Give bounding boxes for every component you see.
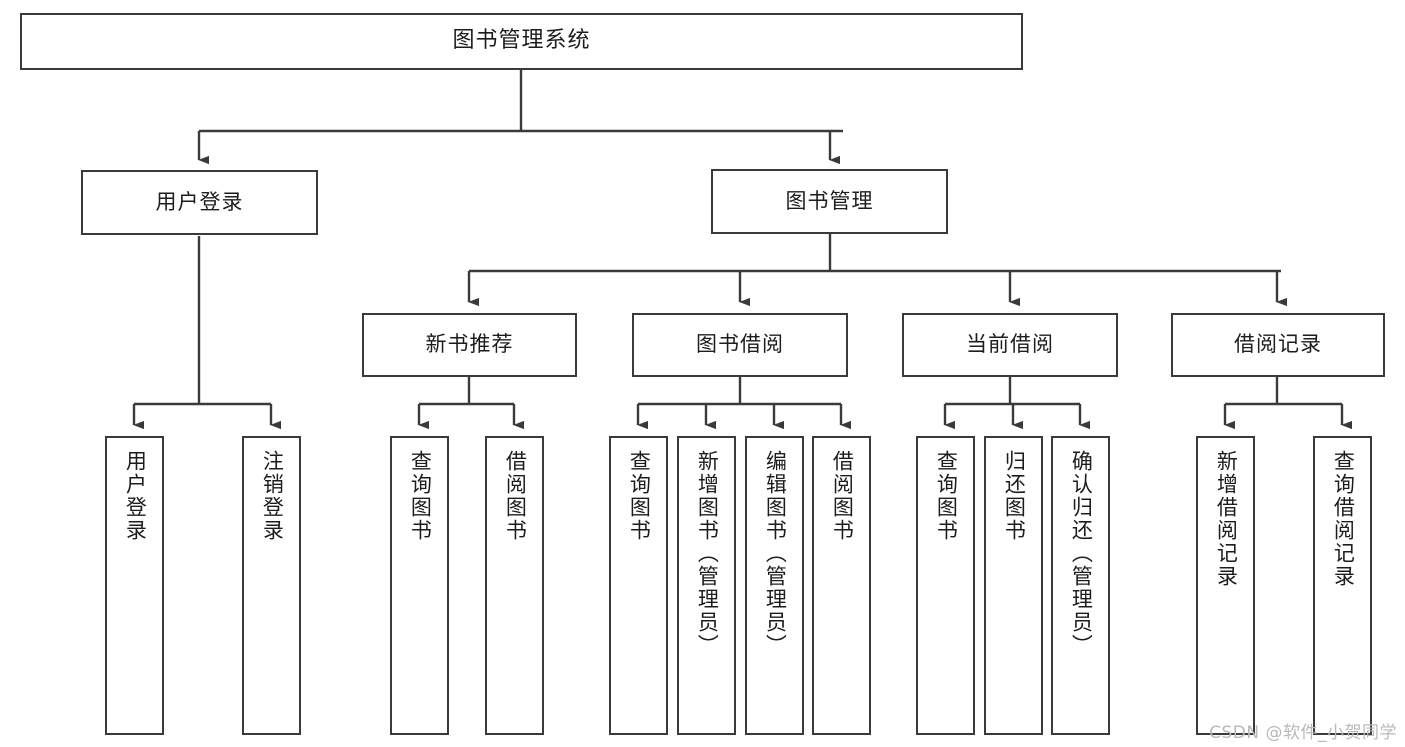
node-leaf-return-book-label: 归还图书 [1002,450,1027,542]
node-new-book-recommend-label: 新书推荐 [425,332,514,357]
node-user-login[interactable]: 用户登录 [81,170,318,235]
node-book-borrow-label: 图书借阅 [696,332,784,357]
node-book-manage[interactable]: 图书管理 [711,169,948,234]
node-leaf-user-login[interactable]: 用户登录 [105,436,164,735]
node-root-label: 图书管理系统 [452,28,591,54]
node-leaf-confirm-return[interactable]: 确认归还（管理员） [1051,436,1110,735]
node-leaf-add-record-label: 新增借阅记录 [1214,450,1239,588]
node-leaf-query-book-1[interactable]: 查询图书 [390,436,449,735]
node-leaf-edit-book[interactable]: 编辑图书（管理员） [745,436,804,735]
node-root[interactable]: 图书管理系统 [20,13,1023,70]
node-current-borrow-label: 当前借阅 [966,332,1054,357]
node-leaf-borrow-book-1[interactable]: 借阅图书 [485,436,544,735]
node-borrow-record-label: 借阅记录 [1234,332,1322,357]
node-borrow-record[interactable]: 借阅记录 [1171,313,1385,377]
node-new-book-recommend[interactable]: 新书推荐 [362,313,577,377]
node-leaf-return-book[interactable]: 归还图书 [984,436,1043,735]
node-leaf-user-logout-label: 注销登录 [260,450,285,542]
node-leaf-borrow-book-2-label: 借阅图书 [830,450,855,542]
node-leaf-add-record[interactable]: 新增借阅记录 [1196,436,1255,735]
node-leaf-user-logout[interactable]: 注销登录 [242,436,301,735]
node-leaf-borrow-book-2[interactable]: 借阅图书 [812,436,871,735]
node-book-borrow[interactable]: 图书借阅 [632,313,848,377]
node-leaf-query-book-3-label: 查询图书 [934,450,959,542]
node-leaf-query-book-2-label: 查询图书 [627,450,652,542]
node-leaf-add-book[interactable]: 新增图书（管理员） [677,436,736,735]
node-current-borrow[interactable]: 当前借阅 [902,313,1118,377]
node-leaf-query-book-2[interactable]: 查询图书 [609,436,668,735]
node-leaf-borrow-book-1-label: 借阅图书 [503,450,528,542]
node-user-login-label: 用户登录 [155,189,244,214]
node-leaf-query-record[interactable]: 查询借阅记录 [1313,436,1372,735]
node-leaf-add-book-label: 新增图书（管理员） [695,450,720,657]
watermark: CSDN @软件_小贺同学 [1209,723,1397,743]
node-leaf-query-record-label: 查询借阅记录 [1331,450,1356,588]
node-leaf-confirm-return-label: 确认归还（管理员） [1069,450,1094,657]
node-leaf-edit-book-label: 编辑图书（管理员） [763,450,788,657]
node-leaf-user-login-label: 用户登录 [123,450,148,542]
node-leaf-query-book-1-label: 查询图书 [408,450,433,542]
node-leaf-query-book-3[interactable]: 查询图书 [916,436,975,735]
node-book-manage-label: 图书管理 [785,188,874,213]
